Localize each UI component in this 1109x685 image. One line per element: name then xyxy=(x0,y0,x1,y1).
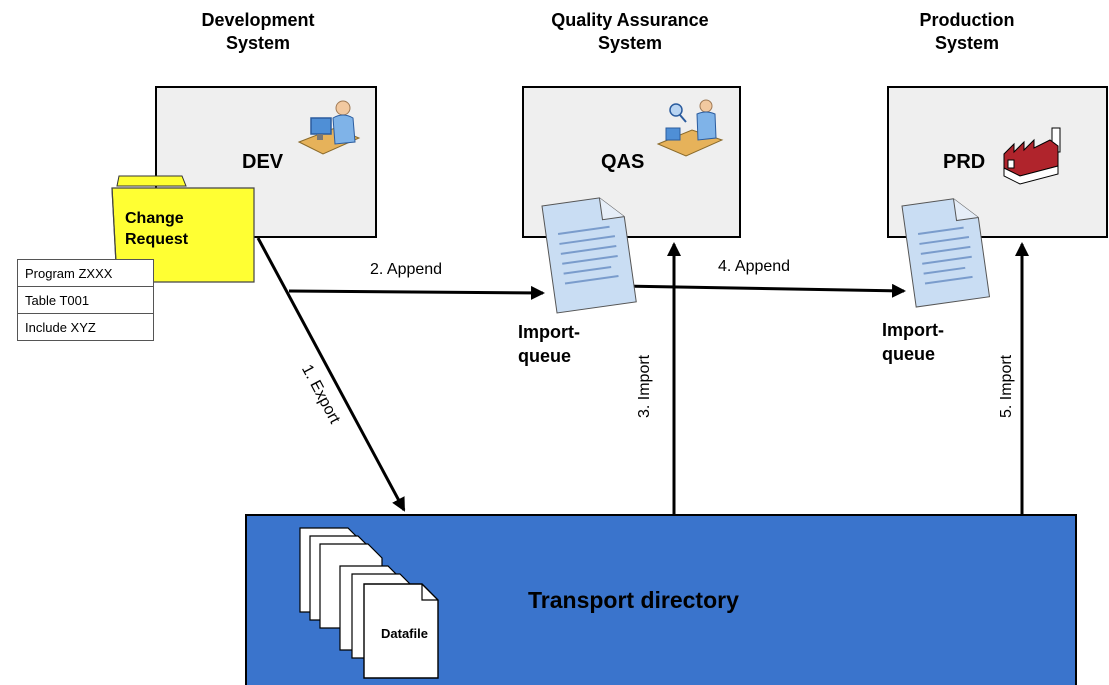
prd-queue-document-icon xyxy=(901,198,991,308)
list-item: Include XYZ xyxy=(17,313,154,341)
qas-queue-document-icon xyxy=(541,197,637,314)
factory-icon xyxy=(1003,127,1061,185)
folder-icon xyxy=(111,175,255,283)
qas-system-title: Quality Assurance System xyxy=(551,10,709,53)
quality-tester-icon xyxy=(656,99,724,157)
prd-import-queue-label: Import- queue xyxy=(882,320,944,364)
datafile-stack-icon xyxy=(299,527,439,679)
qas-import-queue-label: Import- queue xyxy=(518,322,580,366)
change-request-label: Change Request xyxy=(125,208,188,250)
object-table: Table T001 xyxy=(17,286,154,314)
label-import-3: 3. Import xyxy=(636,354,653,418)
arrow-append-4 xyxy=(621,283,906,298)
list-item: Program ZXXX xyxy=(17,259,154,287)
transport-directory-title: Transport directory xyxy=(528,587,739,613)
qas-system-code: QAS xyxy=(601,151,645,173)
prd-system-code: PRD xyxy=(943,151,986,173)
label-import-5: 5. Import xyxy=(998,354,1015,418)
prd-system-title: Production System xyxy=(919,10,1015,53)
change-request-line1: Change xyxy=(125,210,184,227)
change-request-object-list: Program ZXXX Table T001 Include XYZ xyxy=(17,259,154,341)
object-program: Program ZXXX xyxy=(17,259,154,287)
developer-workstation-icon xyxy=(297,100,361,155)
object-include: Include XYZ xyxy=(17,313,154,341)
list-item: Table T001 xyxy=(17,286,154,314)
arrow-export xyxy=(256,237,406,512)
dev-system-code: DEV xyxy=(242,151,284,173)
change-request-line2: Request xyxy=(125,231,189,248)
label-append-4: 4. Append xyxy=(718,258,791,275)
datafile-label: Datafile xyxy=(381,626,428,641)
dev-system-title: Development System xyxy=(201,10,315,53)
label-append-2: 2. Append xyxy=(370,261,443,278)
arrow-append-2 xyxy=(288,285,545,300)
